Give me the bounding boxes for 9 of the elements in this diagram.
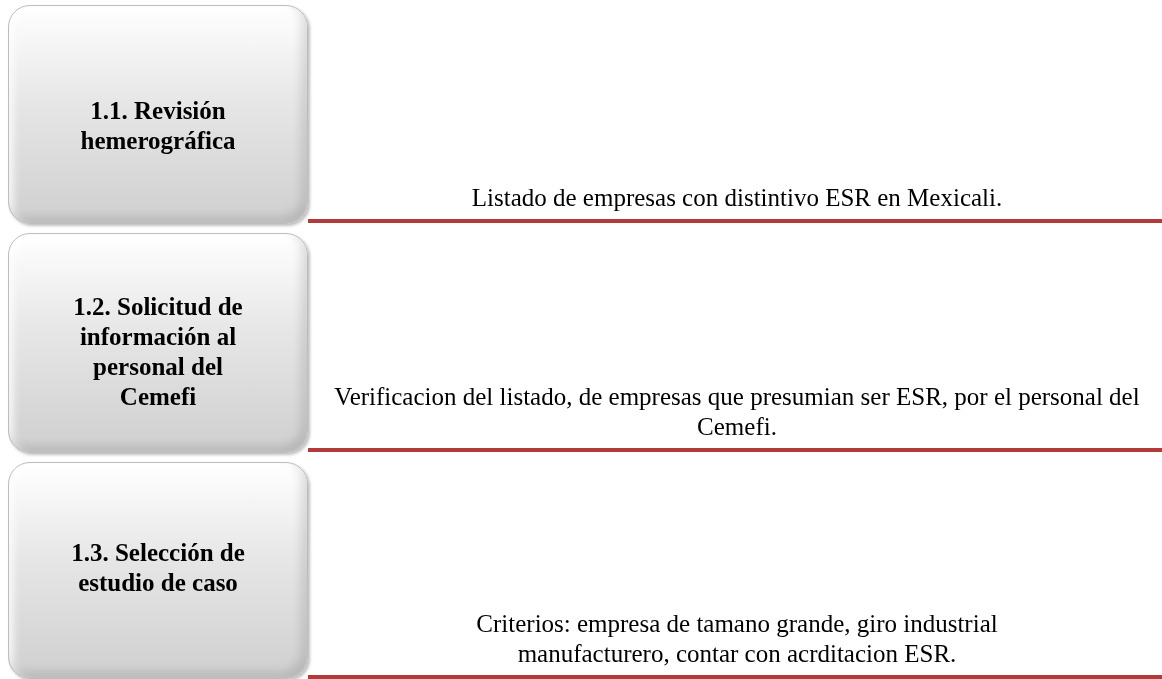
- description-text: Criterios: empresa de tamano grande, giro industrial manufacturero, contar con acrditacion ESR.: [475, 609, 999, 669]
- step-box: [8, 233, 308, 453]
- step-title: 1.2. Solicitud de información al personal del Cemefi: [72, 292, 244, 412]
- step-box: [8, 5, 308, 224]
- step-title: 1.3. Selección de estudio de caso: [70, 538, 246, 598]
- step-title: 1.1. Revisión hemerográfica: [79, 96, 237, 156]
- description-text: Listado de empresas con distintivo ESR en Mexicali.: [470, 183, 1004, 213]
- step-box: [8, 462, 308, 679]
- description-text: Verificacion del listado, de empresas que presumian ser ESR, por el personal del Cemefi.: [333, 382, 1141, 442]
